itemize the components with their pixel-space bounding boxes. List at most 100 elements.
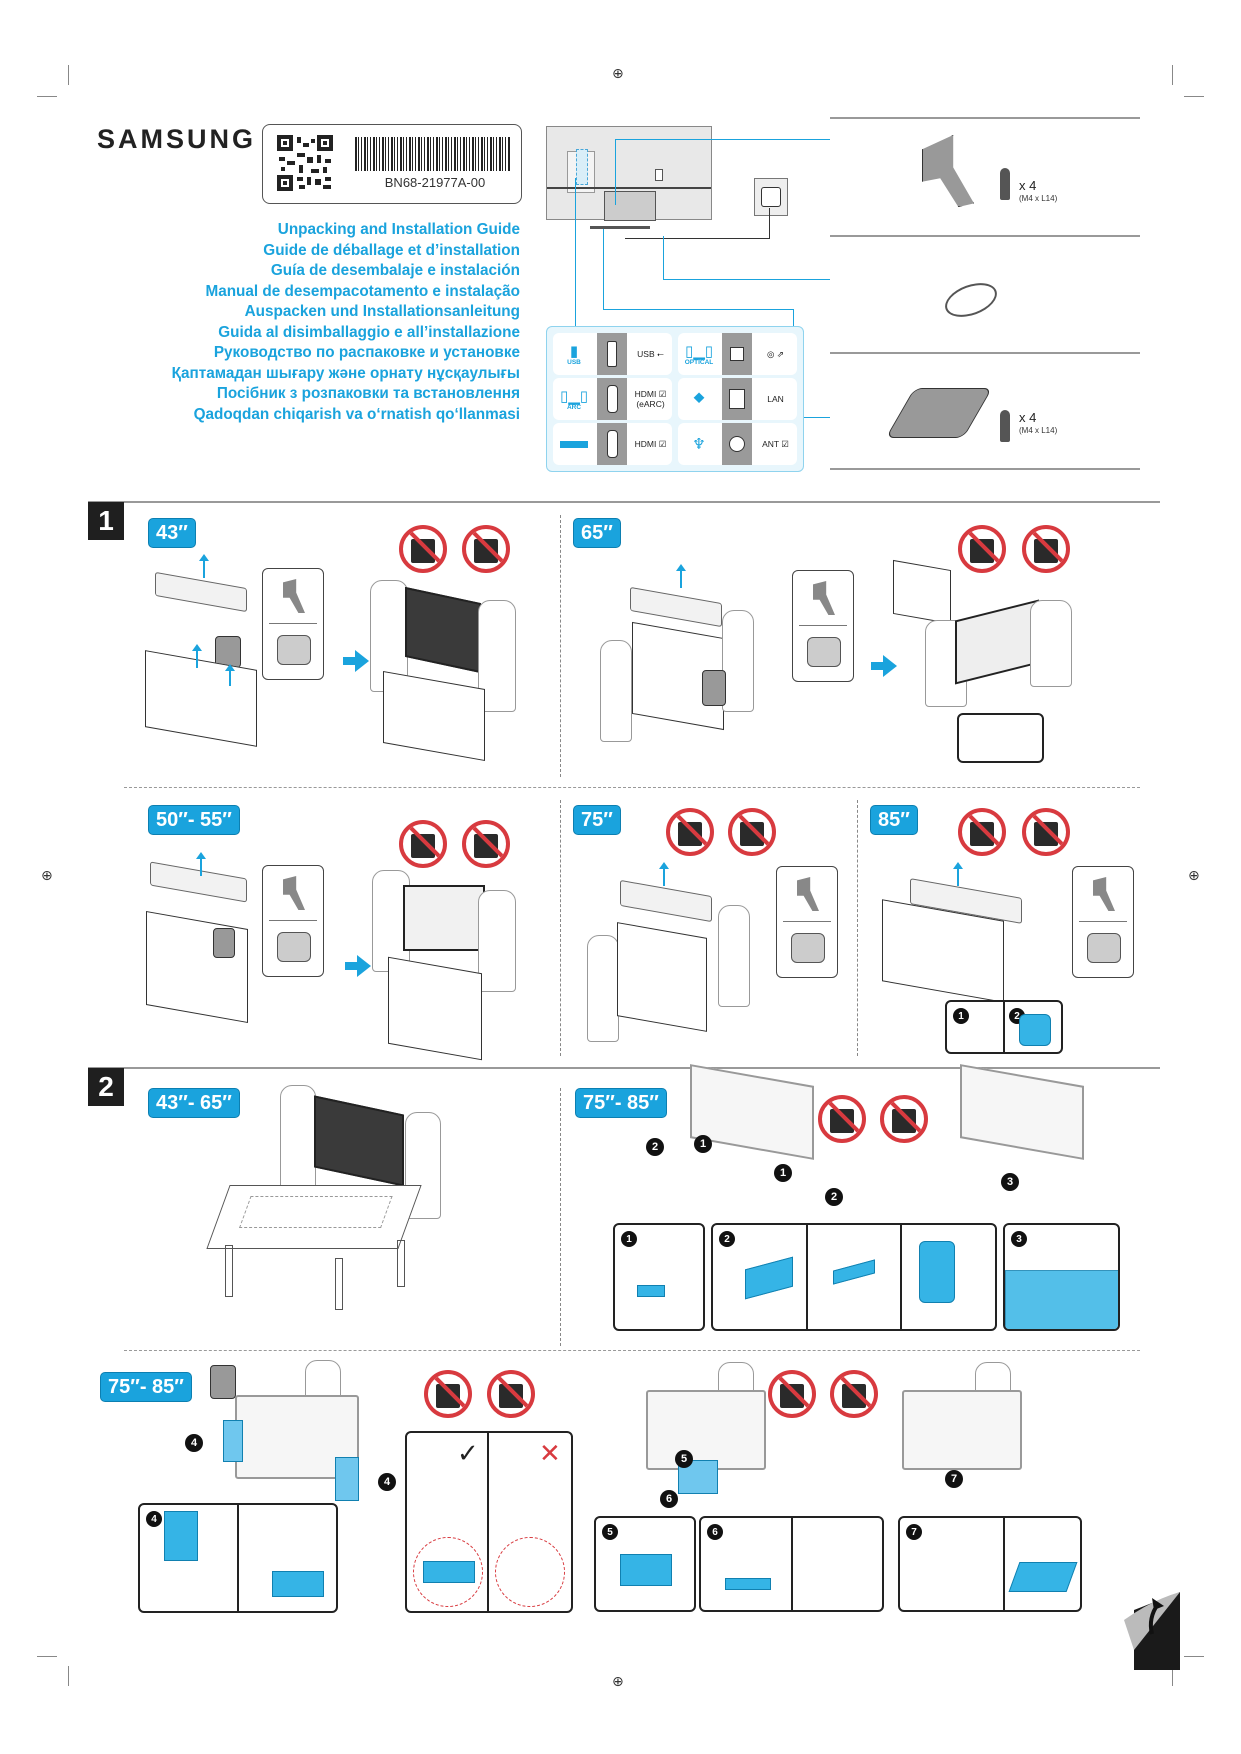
no-press-screen-icon bbox=[666, 808, 714, 856]
port-highlight bbox=[576, 149, 588, 185]
qr-code-icon bbox=[277, 135, 333, 191]
size-badge: 43″- 65″ bbox=[148, 1088, 240, 1118]
registration-target-icon: ⊕ bbox=[612, 1674, 624, 1690]
detail-inset: 3 bbox=[1003, 1223, 1120, 1331]
crop-mark bbox=[1172, 65, 1173, 85]
no-lay-flat-icon bbox=[487, 1370, 535, 1418]
code-label: BN68-21977A-00 bbox=[262, 124, 522, 204]
port-antenna: ♆ ANT ☑ bbox=[678, 423, 797, 465]
lan-plug-icon: ⯁ bbox=[692, 390, 705, 408]
panel-separator bbox=[560, 800, 561, 1056]
lift-arrow-icon bbox=[225, 664, 235, 686]
step-marker: 7 bbox=[945, 1470, 963, 1488]
crop-mark bbox=[1184, 96, 1204, 97]
crop-mark bbox=[37, 96, 57, 97]
tv-edge bbox=[547, 187, 711, 189]
no-press-screen-icon bbox=[424, 1370, 472, 1418]
port-label: ANT ☑ bbox=[762, 439, 789, 449]
guide-title: Auspacken und Installationsanleitung bbox=[244, 303, 520, 320]
callout-line bbox=[575, 178, 576, 326]
port-hdmi: HDMI ☑ bbox=[553, 423, 672, 465]
port-label: HDMI ☑ (eARC) bbox=[634, 389, 667, 409]
correct-check-icon: ✓ bbox=[457, 1439, 479, 1469]
step-marker: 2 bbox=[646, 1138, 664, 1156]
port-label: HDMI ☑ bbox=[634, 439, 667, 449]
section-divider bbox=[88, 501, 1160, 503]
tv-screen bbox=[403, 885, 485, 951]
part-number: BN68-21977A-00 bbox=[384, 175, 486, 190]
callout-line bbox=[615, 139, 616, 205]
lift-arrow-icon bbox=[196, 852, 206, 876]
size-badge: 75″- 85″ bbox=[575, 1088, 667, 1118]
divider bbox=[830, 235, 1140, 237]
section-divider bbox=[88, 1067, 1160, 1069]
incorrect-cross-icon: ✕ bbox=[539, 1439, 561, 1469]
lift-arrow-icon bbox=[659, 862, 669, 886]
port-usb: ▮USB USB ⭠ bbox=[553, 333, 672, 375]
step-marker: 5 bbox=[675, 1450, 693, 1468]
accessory-box bbox=[262, 865, 324, 977]
step-marker: 1 bbox=[694, 1135, 712, 1153]
size-badge: 85″ bbox=[870, 805, 918, 835]
accessory-box bbox=[1072, 866, 1134, 978]
tv-carton bbox=[617, 922, 707, 1032]
next-step-arrow-icon bbox=[871, 655, 897, 677]
barcode-icon bbox=[355, 137, 511, 171]
crop-mark bbox=[1172, 1666, 1173, 1686]
size-badge: 50″- 55″ bbox=[148, 805, 240, 835]
person-figure bbox=[280, 1085, 316, 1192]
port-optical: ▯▁▯OPTICAL ◎ ⇗ bbox=[678, 333, 797, 375]
step-marker: 1 bbox=[774, 1164, 792, 1182]
next-step-arrow-icon bbox=[345, 955, 371, 977]
tv-screen bbox=[646, 1390, 766, 1470]
size-badge: 65″ bbox=[573, 518, 621, 548]
page-turn-icon bbox=[1124, 1592, 1180, 1670]
step-number: 1 bbox=[88, 502, 124, 540]
table-leg bbox=[335, 1258, 343, 1310]
detail-inset: 1 bbox=[613, 1223, 705, 1331]
tv-screen bbox=[405, 586, 481, 674]
panel-separator bbox=[560, 515, 561, 777]
person-figure bbox=[1030, 600, 1072, 687]
crop-mark bbox=[1184, 1656, 1204, 1657]
port-label: USB ⭠ bbox=[637, 349, 664, 359]
connection-panel: ▮USB USB ⭠ ▯▁▯OPTICAL ◎ ⇗ ▯▁▯ARC HDMI ☑ … bbox=[546, 326, 804, 472]
detail-inset: 5 bbox=[594, 1516, 696, 1612]
no-press-screen-icon bbox=[958, 808, 1006, 856]
divider bbox=[830, 352, 1140, 354]
no-touch-screen-icon bbox=[1022, 808, 1070, 856]
no-press-screen-icon bbox=[768, 1370, 816, 1418]
crop-mark bbox=[68, 1666, 69, 1686]
power-cable-icon bbox=[940, 276, 1002, 324]
optical-socket-icon bbox=[722, 333, 752, 375]
empty-carton bbox=[893, 559, 951, 625]
callout-line bbox=[663, 279, 830, 280]
no-lay-flat-icon bbox=[880, 1095, 928, 1143]
step-number: 2 bbox=[88, 1068, 124, 1106]
packing-foam bbox=[155, 571, 247, 613]
hdmi-socket-icon bbox=[597, 423, 627, 465]
panel-separator bbox=[124, 787, 1140, 788]
registration-target-icon: ⊕ bbox=[41, 868, 53, 884]
power-port-icon bbox=[655, 169, 663, 181]
size-badge: 43″ bbox=[148, 518, 196, 548]
detail-inset bbox=[957, 713, 1044, 763]
correct-incorrect-inset: ✓ ✕ bbox=[405, 1431, 573, 1613]
screw-icon bbox=[1000, 168, 1010, 200]
set-top-box-icon bbox=[553, 423, 595, 465]
usb-stick-icon: ▮USB bbox=[567, 341, 581, 366]
accessory-box bbox=[776, 866, 838, 978]
tv-back-diagram bbox=[546, 126, 712, 221]
port-label: LAN bbox=[767, 394, 784, 404]
callout-line bbox=[615, 139, 830, 140]
screw-qty: x 4 bbox=[1019, 410, 1037, 425]
step-marker: 4 bbox=[378, 1473, 396, 1491]
guide-title: Guide de déballage et d’installation bbox=[263, 241, 520, 259]
guide-title: Руководство по распаковке и установке bbox=[213, 344, 520, 361]
panel-separator bbox=[124, 1350, 1140, 1351]
accessory-box bbox=[262, 568, 324, 680]
usb-socket-icon bbox=[597, 333, 627, 375]
power-cable-line bbox=[625, 238, 770, 239]
no-press-screen-icon bbox=[958, 525, 1006, 573]
registration-target-icon: ⊕ bbox=[1188, 868, 1200, 884]
